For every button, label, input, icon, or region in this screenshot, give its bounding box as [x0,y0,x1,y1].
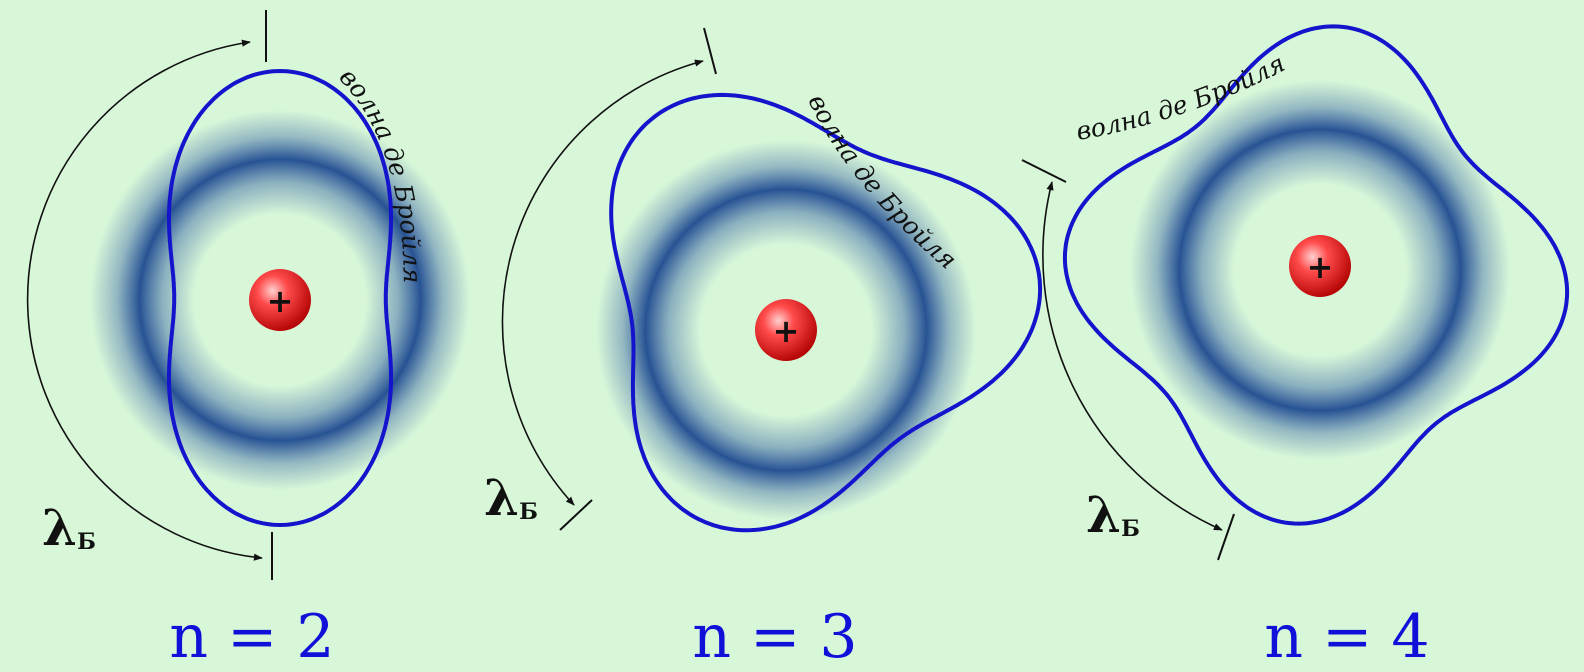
de-broglie-wave [609,92,1043,533]
wavelength-arc [1042,181,1223,531]
de-broglie-wave [167,68,393,528]
wavelength-arc [501,59,704,506]
n-label: n = 4 [1264,602,1429,672]
panel-n3: волна де Бройля + λБ n = 3 [484,27,1043,672]
nucleus [249,269,311,331]
nucleus [755,299,817,361]
lambda-label: λБ [42,498,96,557]
nucleus-plus: + [1307,248,1334,286]
wavelength-tick-top [703,27,717,75]
panel-n2: волна де Бройля + λБ n = 2 [26,10,470,672]
n-label: n = 3 [692,602,857,672]
panel-n4: волна де Бройля + λБ n = 4 [1021,24,1570,672]
de-broglie-wave [1062,24,1570,526]
wavelength-tick-bottom [1217,513,1235,561]
lambda-label: λБ [1086,485,1140,544]
wavelength-tick-top [1021,159,1067,183]
nucleus [1289,235,1351,297]
wavelength-arc [26,39,263,561]
nucleus-plus: + [773,312,800,350]
lambda-label: λБ [484,468,538,527]
nucleus-plus: + [267,282,294,320]
n-label: n = 2 [169,602,334,672]
wavelength-tick-bottom [559,499,593,531]
